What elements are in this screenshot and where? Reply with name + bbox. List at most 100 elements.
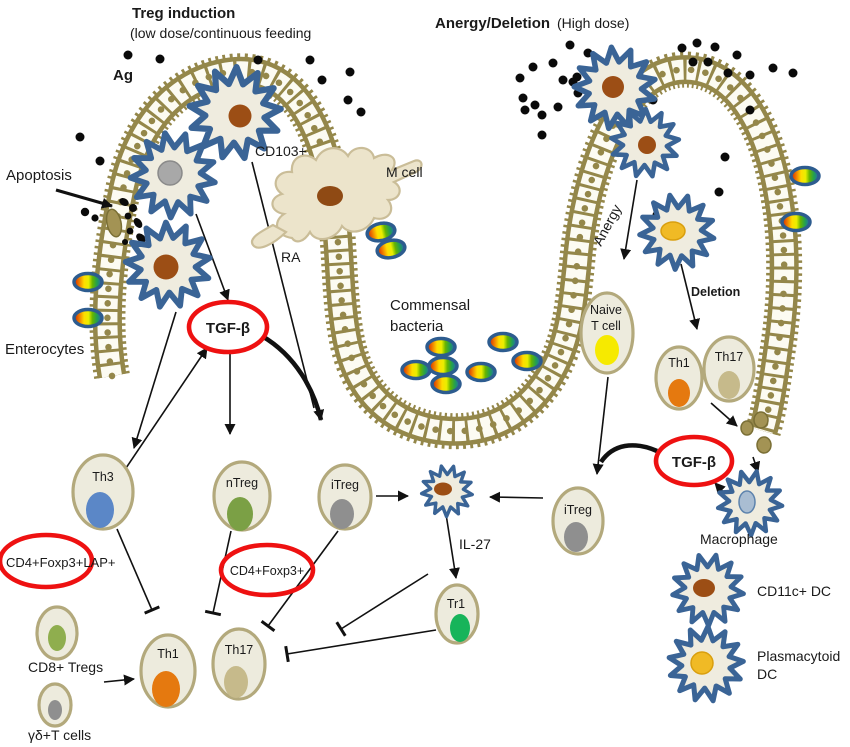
th3-inhibits-th1-line [116,528,160,615]
dc-left-lower-nucleus [153,254,179,280]
dc-right-top [568,40,664,136]
th17-bottom-label: Th17 [225,643,254,657]
apoptosis-label: Apoptosis [6,167,72,184]
dc-cd103 [187,64,285,163]
dc-central [417,460,478,522]
m-cell-label: M cell [386,164,423,180]
th3-to-tgfb-arrow [125,347,208,469]
cell-cd8-treg [35,605,79,661]
commensal-bacteria-icons [72,165,821,395]
legend-pdc-label-1: Plasmacytoid [757,648,840,664]
tgfb-right-oval: TGF-β [653,434,735,488]
cell-th3: Th3 [71,453,135,531]
tgfb-right-label: TGF-β [672,454,716,471]
plasmacytoid-dc-main [631,185,724,278]
itreg-inhibits-th17-line [260,530,339,632]
cd8-to-th1-arrow [103,674,135,686]
ra-line [251,161,315,409]
naive-label-1: Naive [590,303,622,317]
dc-cd103-nucleus [228,104,252,128]
cell-th1-bottom: Th1 [139,633,197,709]
dc-right-mid-nucleus [638,136,656,154]
foxp3-label: CD4+Foxp3+ [230,564,304,578]
macrophage-nucleus [738,490,756,514]
th17-right-label: Th17 [715,350,744,364]
pdc-nucleus [660,221,686,241]
th1-right-nucleus [668,379,690,407]
cell-th17-bottom: Th17 [211,627,267,701]
inhibit-th17-line-2 [335,573,429,637]
dc-central-nucleus [434,482,452,496]
cell-itreg-left: iTreg [317,463,373,531]
title-treg-subtitle: (low dose/continuous feeding [130,25,311,41]
foxp3-oval: CD4+Foxp3+ [218,542,316,598]
th3-nucleus [86,492,114,528]
tr1-label: Tr1 [447,597,465,611]
itreg-right-nucleus [564,522,588,552]
naive-label-2: T cell [591,319,621,333]
ntreg-nucleus [227,497,253,531]
th3-label: Th3 [92,470,114,484]
cd103-label: CD103+ [255,143,307,159]
dc-right-top-nucleus [602,76,624,98]
macrophage-cell [716,468,785,538]
tgfb-to-itreg-thick-arrow [260,334,325,421]
cell-tr1: Tr1 [434,583,480,645]
cell-gamma-delta [37,682,73,728]
legend-cd11c-nucleus [693,579,715,597]
cell-th1-right: Th1 [654,345,704,411]
foxp3-lap-label: CD4+Foxp3+LAP+ [6,555,115,570]
ntreg-label: nTreg [226,476,258,490]
dc-gray-nucleus [157,160,183,186]
foxp3-lap-oval: CD4+Foxp3+LAP+ [0,532,115,590]
commensal-label-2: bacteria [390,318,444,335]
gamma-delta-nucleus [48,700,62,720]
tr1-inhibits-th17-line [284,629,437,663]
apoptosis-arrow [55,188,113,209]
th1-bottom-label: Th1 [157,647,179,661]
ag-label: Ag [113,67,133,84]
legend-pdc-nucleus [690,651,714,675]
deletion-arrow [680,263,700,330]
cd8-tregs-label: CD8+ Tregs [28,659,103,675]
itreg-left-label: iTreg [331,478,359,492]
macrophage-label: Macrophage [700,531,778,547]
naive-nucleus [595,335,619,365]
legend-cd11c-dc: CD11c+ DC [670,551,831,629]
cell-itreg-right: iTreg [551,486,605,556]
cell-ntreg: nTreg [212,460,272,532]
tgfb-left-oval: TGF-β [186,299,270,355]
title-treg-induction: Treg induction [132,5,235,22]
gut-epithelium [89,51,803,450]
th17-right-nucleus [718,371,740,399]
th17-bottom-nucleus [224,666,248,698]
apoptotic-bodies [740,411,772,454]
legend-pdc-label-2: DC [757,666,777,682]
cell-th17-right: Th17 [702,335,756,403]
itreg-right-label: iTreg [564,503,592,517]
legend-pdc: Plasmacytoid DC [667,624,840,703]
naive-to-itreg-arrow [592,376,609,475]
legend-cd11c-label: CD11c+ DC [757,583,831,599]
commensal-label-1: Commensal [390,297,470,314]
dc-gray [125,126,222,224]
dc-to-th3-arrow [131,311,177,449]
tgfb-right-thick-curve [599,443,658,464]
cell-naive-t: Naive T cell [579,291,635,375]
gamma-delta-label: γδ+T cells [28,727,91,743]
dc-right-mid [602,99,689,187]
il27-label: IL-27 [459,536,491,552]
th1-right-label: Th1 [668,356,690,370]
cd8-nucleus [48,625,66,651]
right-itreg-to-dc-arrow [489,491,544,503]
tr1-nucleus [450,614,470,642]
il27-arrow [445,513,460,579]
apoptotic-enterocyte [105,198,146,245]
deletion-label: Deletion [691,285,740,299]
m-cell-nucleus [317,186,343,206]
m-cell [250,146,423,249]
tgfb-left-label: TGF-β [206,320,250,337]
anergy-arrow [620,179,638,260]
